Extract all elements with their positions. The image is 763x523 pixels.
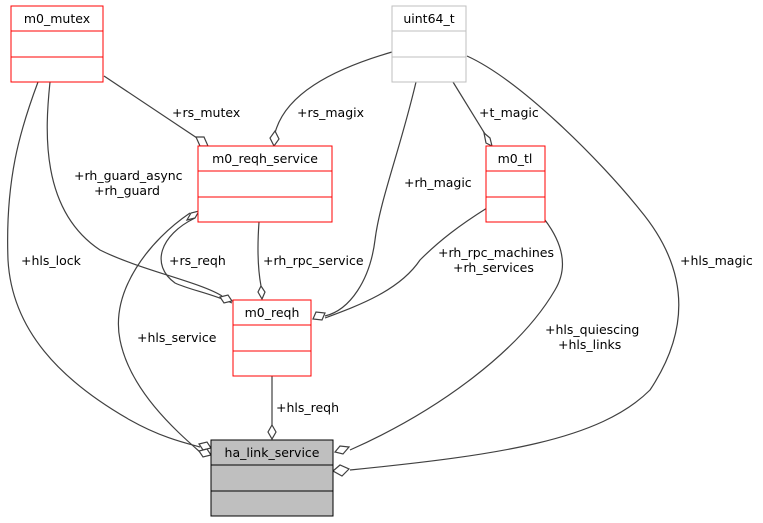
node-uint64-t[interactable]: uint64_t	[391, 5, 467, 83]
aggregation-diamond-icon	[257, 284, 266, 301]
edge-t-magic	[452, 81, 486, 135]
edge-labels: +rs_mutex +rs_magix +t_magic +rh_guard_a…	[21, 105, 753, 415]
edge-label-rh-guard-async: +rh_guard_async	[74, 168, 183, 183]
node-title: ha_link_service	[225, 445, 320, 460]
edges	[7, 51, 680, 477]
aggregation-diamond-icon	[269, 129, 280, 148]
aggregation-diamond-icon	[333, 445, 351, 455]
node-title: m0_tl	[498, 151, 533, 166]
edge-label-hls-reqh: +hls_reqh	[276, 400, 339, 415]
edge-label-rh-services: +rh_services	[453, 260, 534, 275]
node-m0-tl[interactable]: m0_tl	[485, 145, 546, 223]
aggregation-diamond-icon	[312, 311, 326, 321]
edge-label-hls-service: +hls_service	[137, 330, 217, 345]
aggregation-diamond-icon	[195, 136, 209, 147]
edge-label-hls-quiescing: +hls_quiescing	[545, 322, 639, 337]
edge-rs-magix	[274, 51, 393, 134]
edge-rh-rpc-service	[257, 221, 262, 287]
node-m0-mutex[interactable]: m0_mutex	[10, 5, 104, 83]
edge-hls-service	[117, 212, 201, 453]
edge-label-rs-magix: +rs_magix	[297, 105, 364, 120]
edge-label-rh-magic: +rh_magic	[404, 175, 472, 190]
edge-label-hls-lock: +hls_lock	[21, 253, 82, 268]
node-m0-reqh[interactable]: m0_reqh	[232, 299, 312, 377]
node-title: m0_reqh_service	[212, 151, 318, 166]
edge-label-rs-reqh: +rs_reqh	[169, 253, 226, 268]
edge-label-hls-links: +hls_links	[558, 337, 621, 352]
node-title: uint64_t	[403, 11, 454, 26]
edge-label-rh-rpc-service: +rh_rpc_service	[263, 253, 364, 268]
aggregation-diamond-icon	[198, 448, 212, 458]
edge-rh-rpc-machines	[324, 207, 488, 319]
aggregation-diamond-icon	[483, 131, 493, 148]
aggregation-diamond-icon	[185, 210, 201, 221]
node-m0-reqh-service[interactable]: m0_reqh_service	[197, 145, 333, 223]
edge-label-rh-rpc-machines: +rh_rpc_machines	[438, 245, 554, 260]
edge-hls-lock	[7, 81, 201, 448]
edge-rs-mutex	[103, 75, 198, 139]
aggregation-diamond-icon	[267, 423, 277, 441]
node-title: m0_mutex	[24, 11, 90, 26]
edge-label-hls-magic: +hls_magic	[680, 253, 753, 268]
edge-hls-quiescing	[349, 219, 563, 451]
aggregation-diamond-icon	[331, 464, 351, 477]
aggregation-diamond-icon	[219, 294, 233, 304]
edge-rh-magic	[324, 81, 417, 317]
edge-label-rs-mutex: +rs_mutex	[172, 105, 240, 120]
edge-label-rh-guard: +rh_guard	[94, 183, 160, 198]
node-ha-link-service[interactable]: ha_link_service	[210, 439, 334, 517]
node-title: m0_reqh	[245, 305, 300, 320]
edge-hls-magic	[349, 55, 680, 471]
edge-rs-reqh	[160, 217, 233, 304]
edge-label-t-magic: +t_magic	[479, 105, 539, 120]
edge-rh-guard	[46, 81, 223, 297]
aggregation-diamond-icon	[198, 441, 212, 451]
